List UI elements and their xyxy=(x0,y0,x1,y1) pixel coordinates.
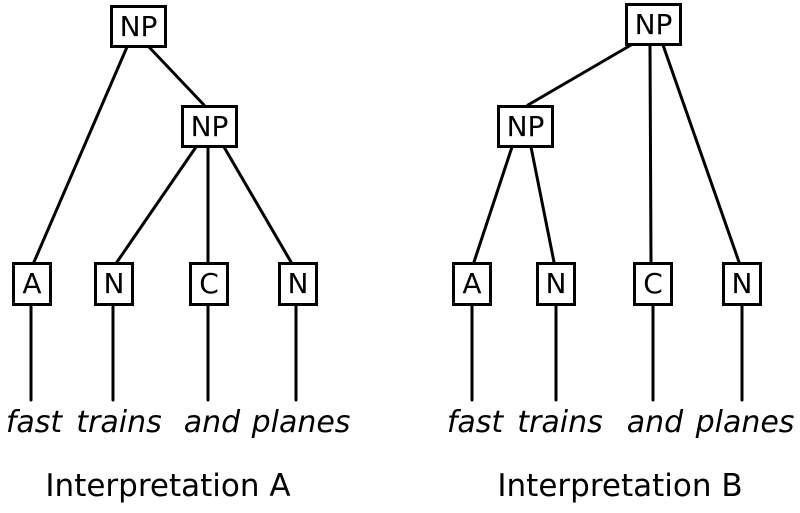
tree-b-edge-root-to-n2 xyxy=(661,43,741,264)
tree-a-edge-root-to-inner-np xyxy=(147,45,206,107)
tree-a-leaf-noun-1: N xyxy=(94,262,134,306)
tree-b-edge-root-to-c xyxy=(648,43,653,264)
tree-a-inner-np-node: NP xyxy=(181,105,238,148)
tree-b-leaf-noun-2: N xyxy=(722,262,762,306)
tree-a-edge-root-to-a xyxy=(32,45,129,264)
tree-b-edge-inner-np-to-n1 xyxy=(529,145,556,264)
tree-a-word-trains: trains xyxy=(76,405,162,440)
tree-a-leaf-noun-2: N xyxy=(278,262,318,306)
tree-a-leaf-adjective: A xyxy=(12,262,52,306)
tree-b-leaf-adjective: A xyxy=(452,262,492,306)
tree-a-edge-inner-np-to-n2 xyxy=(222,145,293,264)
tree-b-edge-inner-np-to-a xyxy=(472,145,514,264)
tree-a-leaf-conjunction: C xyxy=(189,262,229,306)
tree-a-root-node: NP xyxy=(110,5,167,48)
tree-a-edge-inner-np-to-n1 xyxy=(115,145,198,264)
tree-b-root-node: NP xyxy=(625,3,682,46)
tree-b-word-planes: planes xyxy=(695,405,795,440)
tree-b-word-and: and xyxy=(626,405,684,440)
tree-a-word-fast: fast xyxy=(5,405,63,440)
tree-a-word-and: and xyxy=(183,405,241,440)
tree-b-inner-np-node: NP xyxy=(497,105,554,148)
tree-b-leaf-conjunction: C xyxy=(633,262,673,306)
tree-b-word-fast: fast xyxy=(446,405,504,440)
tree-b-word-trains: trains xyxy=(517,405,603,440)
tree-a-word-planes: planes xyxy=(251,405,351,440)
tree-a-caption: Interpretation A xyxy=(45,468,291,504)
tree-b-leaf-noun-1: N xyxy=(536,262,576,306)
tree-b-edge-root-to-inner-np xyxy=(526,43,633,107)
tree-b-caption: Interpretation B xyxy=(497,468,743,504)
